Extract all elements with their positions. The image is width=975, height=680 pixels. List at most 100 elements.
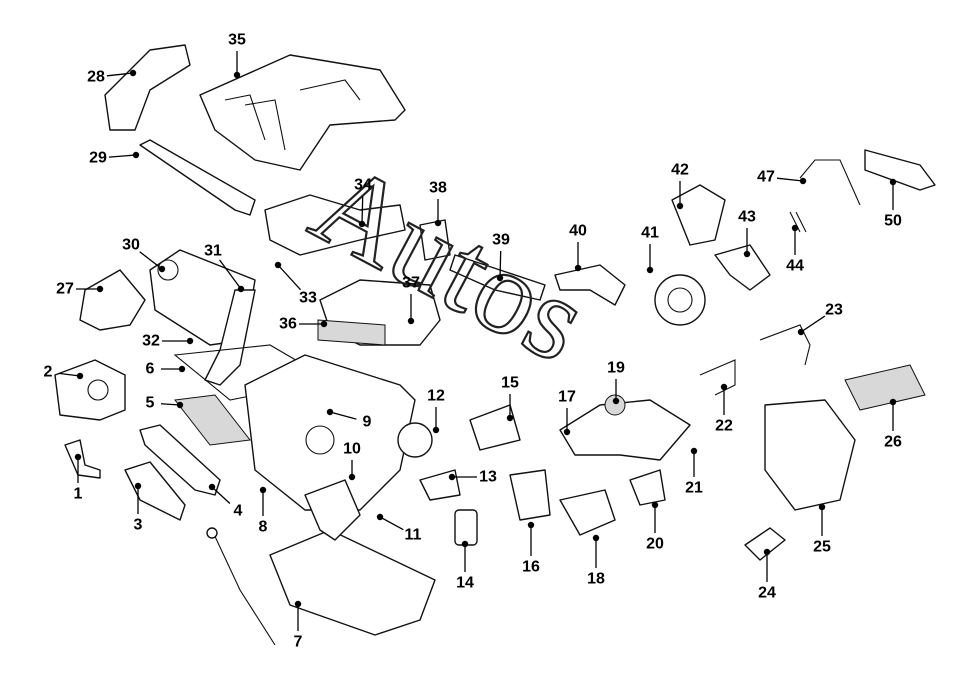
callout-13: 13 xyxy=(448,469,497,486)
callout-leader-line xyxy=(379,516,404,531)
callout-18: 18 xyxy=(587,534,605,588)
callout-number: 26 xyxy=(884,434,902,451)
callout-47: 47 xyxy=(757,169,807,186)
coolant-pipe xyxy=(304,479,361,541)
callout-dot xyxy=(74,453,82,461)
callout-dot xyxy=(134,482,142,490)
turbocharger xyxy=(654,274,706,326)
callout-dot xyxy=(506,414,514,422)
callout-number: 25 xyxy=(813,539,831,556)
oil-pump xyxy=(54,359,126,421)
callout-12: 12 xyxy=(427,388,445,434)
callout-number: 50 xyxy=(884,213,902,230)
callout-dot xyxy=(376,513,384,521)
callout-leader-line xyxy=(800,315,826,333)
glow-plug xyxy=(789,211,807,233)
callout-dot xyxy=(432,426,440,434)
callout-leader-line xyxy=(499,250,502,279)
engine-cover xyxy=(199,54,406,171)
callout-number: 47 xyxy=(757,169,775,186)
callout-dot xyxy=(818,503,826,511)
callout-42: 42 xyxy=(671,162,689,210)
callout-number: 4 xyxy=(234,503,243,520)
callout-dot xyxy=(178,365,186,373)
callout-number: 32 xyxy=(142,333,160,350)
callout-38: 38 xyxy=(429,180,447,227)
callout-dot xyxy=(651,501,659,509)
callout-dot xyxy=(563,428,571,436)
callout-number: 27 xyxy=(56,281,74,298)
callout-number: 19 xyxy=(607,360,625,377)
callout-3: 3 xyxy=(134,482,143,534)
callout-number: 44 xyxy=(786,258,804,275)
callout-28: 28 xyxy=(87,69,137,86)
callout-number: 9 xyxy=(363,414,372,431)
callout-dot xyxy=(259,486,267,494)
callout-8: 8 xyxy=(259,486,268,536)
oil-pan xyxy=(269,529,436,636)
callout-7: 7 xyxy=(294,600,303,651)
callout-number: 43 xyxy=(738,209,756,226)
callout-14: 14 xyxy=(456,540,474,592)
callout-leader-line xyxy=(776,177,804,182)
callout-number: 39 xyxy=(492,232,510,249)
callout-number: 6 xyxy=(146,361,155,378)
turbo-heat-shield xyxy=(671,184,726,246)
callout-dot xyxy=(326,408,334,416)
callout-leader-line xyxy=(58,372,81,377)
callout-43: 43 xyxy=(738,209,756,258)
callout-number: 20 xyxy=(646,536,664,553)
callout-dot xyxy=(132,151,140,159)
air-filter-element xyxy=(844,364,926,411)
callout-number: 34 xyxy=(354,177,372,194)
callout-16: 16 xyxy=(522,521,540,576)
callout-leader-line xyxy=(277,264,302,291)
callout-number: 41 xyxy=(641,225,659,242)
callout-dot xyxy=(743,250,751,258)
callout-dot xyxy=(434,219,442,227)
callout-number: 37 xyxy=(402,275,420,292)
exhaust-manifold xyxy=(139,424,221,496)
callout-number: 14 xyxy=(456,575,474,592)
callout-2: 2 xyxy=(44,364,84,381)
callout-number: 3 xyxy=(134,517,143,534)
callout-dot xyxy=(889,398,897,406)
callout-dot xyxy=(592,534,600,542)
callout-number: 33 xyxy=(299,290,317,307)
starter-motor xyxy=(469,404,521,451)
callout-number: 10 xyxy=(343,441,361,458)
callout-20: 20 xyxy=(646,501,664,553)
callout-number: 13 xyxy=(479,469,497,486)
callout-number: 24 xyxy=(758,585,776,602)
callout-dot xyxy=(574,264,582,272)
callout-number: 30 xyxy=(122,237,140,254)
callout-6: 6 xyxy=(146,361,186,378)
callout-34: 34 xyxy=(354,177,372,228)
callout-dot xyxy=(690,447,698,455)
callout-44: 44 xyxy=(786,224,804,275)
callout-1: 1 xyxy=(74,453,83,503)
callout-leader-line xyxy=(219,259,242,290)
gasket-5 xyxy=(174,394,251,446)
callout-dot xyxy=(763,548,771,556)
oil-filter xyxy=(454,509,478,546)
callout-31: 31 xyxy=(204,243,245,293)
dipstick xyxy=(211,529,276,646)
callout-dot xyxy=(797,328,805,336)
callout-number: 18 xyxy=(587,571,605,588)
callout-number: 35 xyxy=(228,32,246,49)
callout-number: 38 xyxy=(429,180,447,197)
callout-30: 30 xyxy=(122,237,166,273)
callout-dot xyxy=(186,337,194,345)
callout-number: 36 xyxy=(279,316,297,333)
callout-dot xyxy=(527,521,535,529)
callout-dot xyxy=(237,285,245,293)
callout-number: 12 xyxy=(427,388,445,405)
callout-33: 33 xyxy=(274,261,317,307)
callout-dot xyxy=(461,540,469,548)
callout-number: 28 xyxy=(87,69,105,86)
turbo-pipe xyxy=(264,194,406,256)
callout-dot xyxy=(791,224,799,232)
